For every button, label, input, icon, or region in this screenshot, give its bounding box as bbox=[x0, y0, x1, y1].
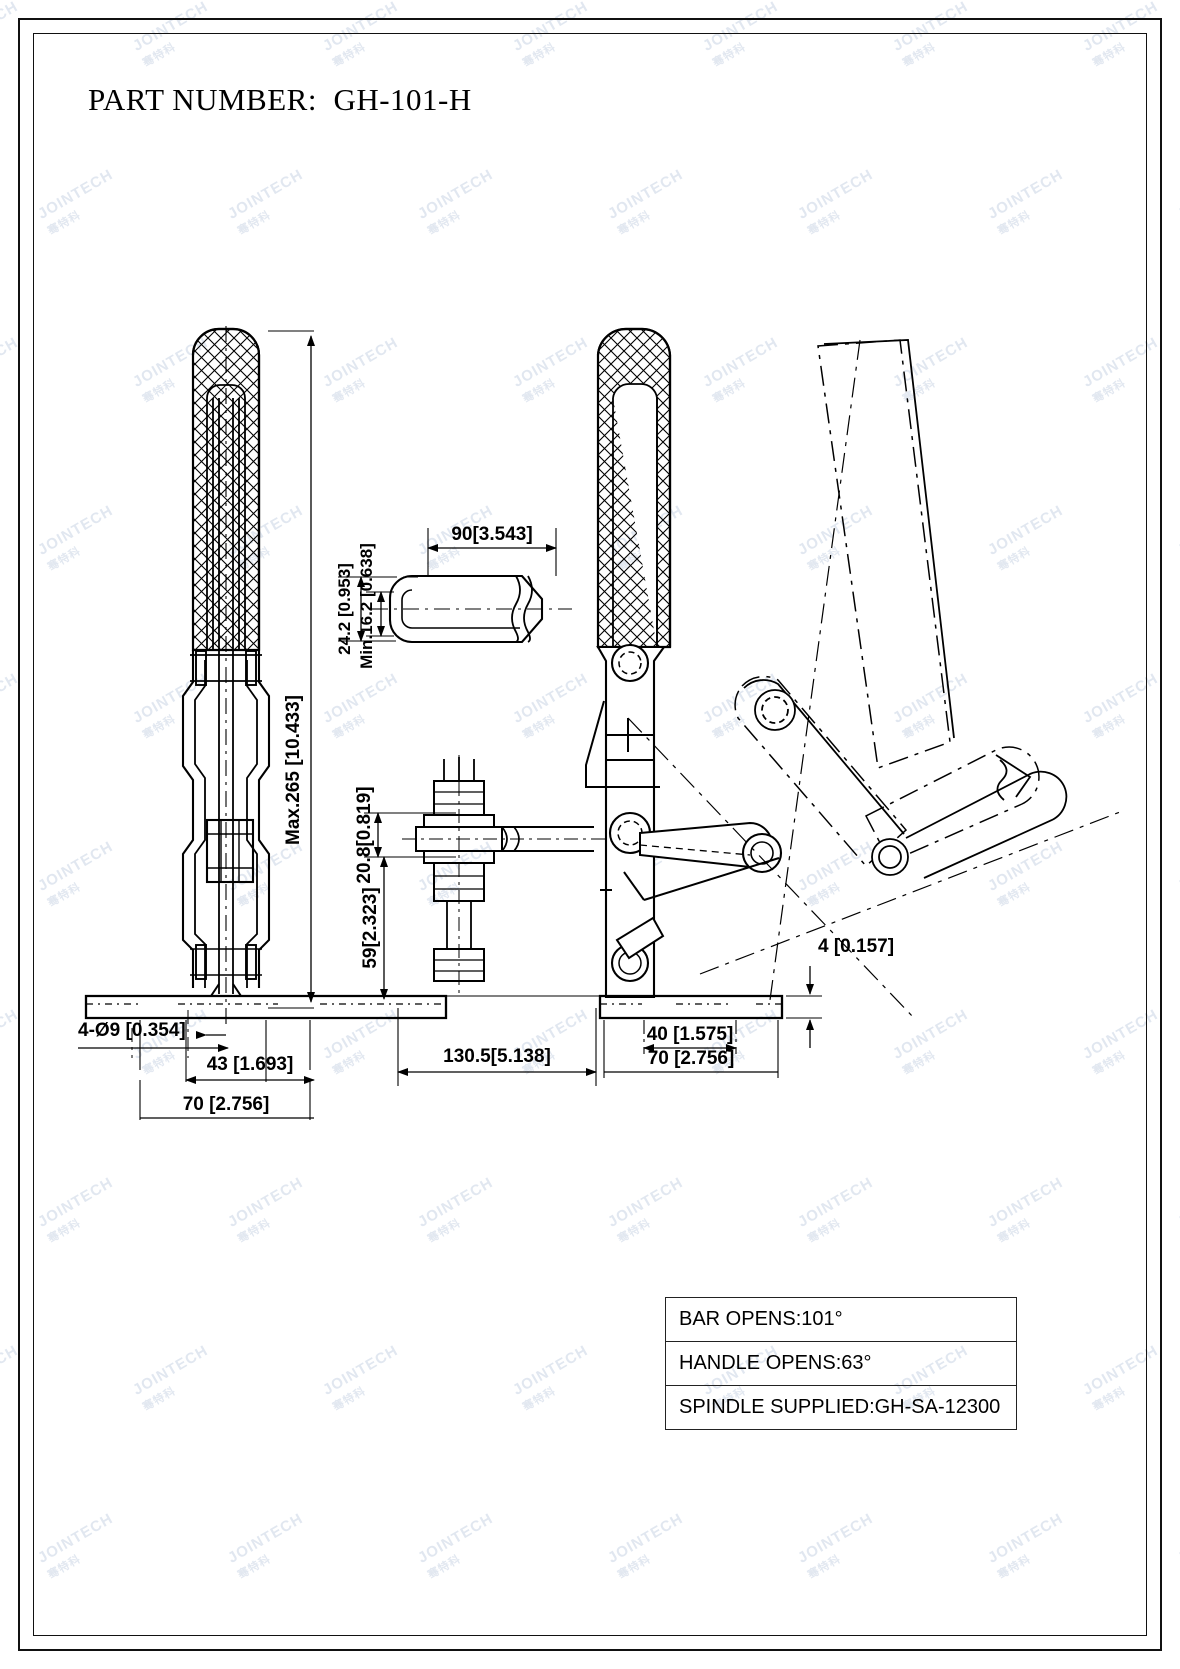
open-position-phantom bbox=[734, 339, 1040, 868]
svg-text:43 [1.693]: 43 [1.693] bbox=[207, 1054, 294, 1075]
svg-text:70 [2.756]: 70 [2.756] bbox=[648, 1048, 735, 1069]
svg-text:24.2 [0.953]: 24.2 [0.953] bbox=[335, 563, 354, 655]
spec-row-bar-opens: BAR OPENS:101° bbox=[666, 1298, 1016, 1342]
spec-row-handle-opens: HANDLE OPENS:63° bbox=[666, 1342, 1016, 1386]
svg-text:Min.16.2 [0.638]: Min.16.2 [0.638] bbox=[357, 543, 376, 669]
svg-text:40 [1.575]: 40 [1.575] bbox=[647, 1024, 734, 1045]
page-title: PART NUMBER: GH-101-H bbox=[88, 82, 472, 117]
svg-text:70 [2.756]: 70 [2.756] bbox=[183, 1094, 270, 1115]
svg-text:Max.265 [10.433]: Max.265 [10.433] bbox=[283, 695, 304, 845]
spindle-bolt-assembly bbox=[402, 755, 612, 993]
spec-table: BAR OPENS:101° HANDLE OPENS:63° SPINDLE … bbox=[665, 1297, 1017, 1430]
svg-text:90[3.543]: 90[3.543] bbox=[451, 524, 532, 545]
svg-text:4-Ø9 [0.354]: 4-Ø9 [0.354] bbox=[78, 1020, 186, 1041]
spindle-detail-view bbox=[372, 574, 572, 644]
dimension-labels: Max.265 [10.433] 4-Ø9 [0.354] 43 [1.693]… bbox=[78, 524, 894, 1115]
svg-text:20.8[0.819]: 20.8[0.819] bbox=[354, 786, 375, 883]
spec-row-spindle-supplied: SPINDLE SUPPLIED:GH-SA-12300 bbox=[679, 1396, 1001, 1418]
svg-text:130.5[5.138]: 130.5[5.138] bbox=[443, 1046, 551, 1067]
sheet-inner-border bbox=[33, 33, 1147, 1636]
open-position-centerlines bbox=[627, 339, 1121, 1019]
dimension-lines bbox=[78, 330, 822, 1120]
svg-text:59[2.323]: 59[2.323] bbox=[360, 887, 381, 968]
svg-text:4 [0.157]: 4 [0.157] bbox=[818, 936, 894, 957]
open-position-outline bbox=[743, 339, 1068, 879]
sheet-outer-border bbox=[18, 18, 1162, 1651]
front-view bbox=[84, 327, 448, 1020]
side-view bbox=[585, 327, 784, 1020]
